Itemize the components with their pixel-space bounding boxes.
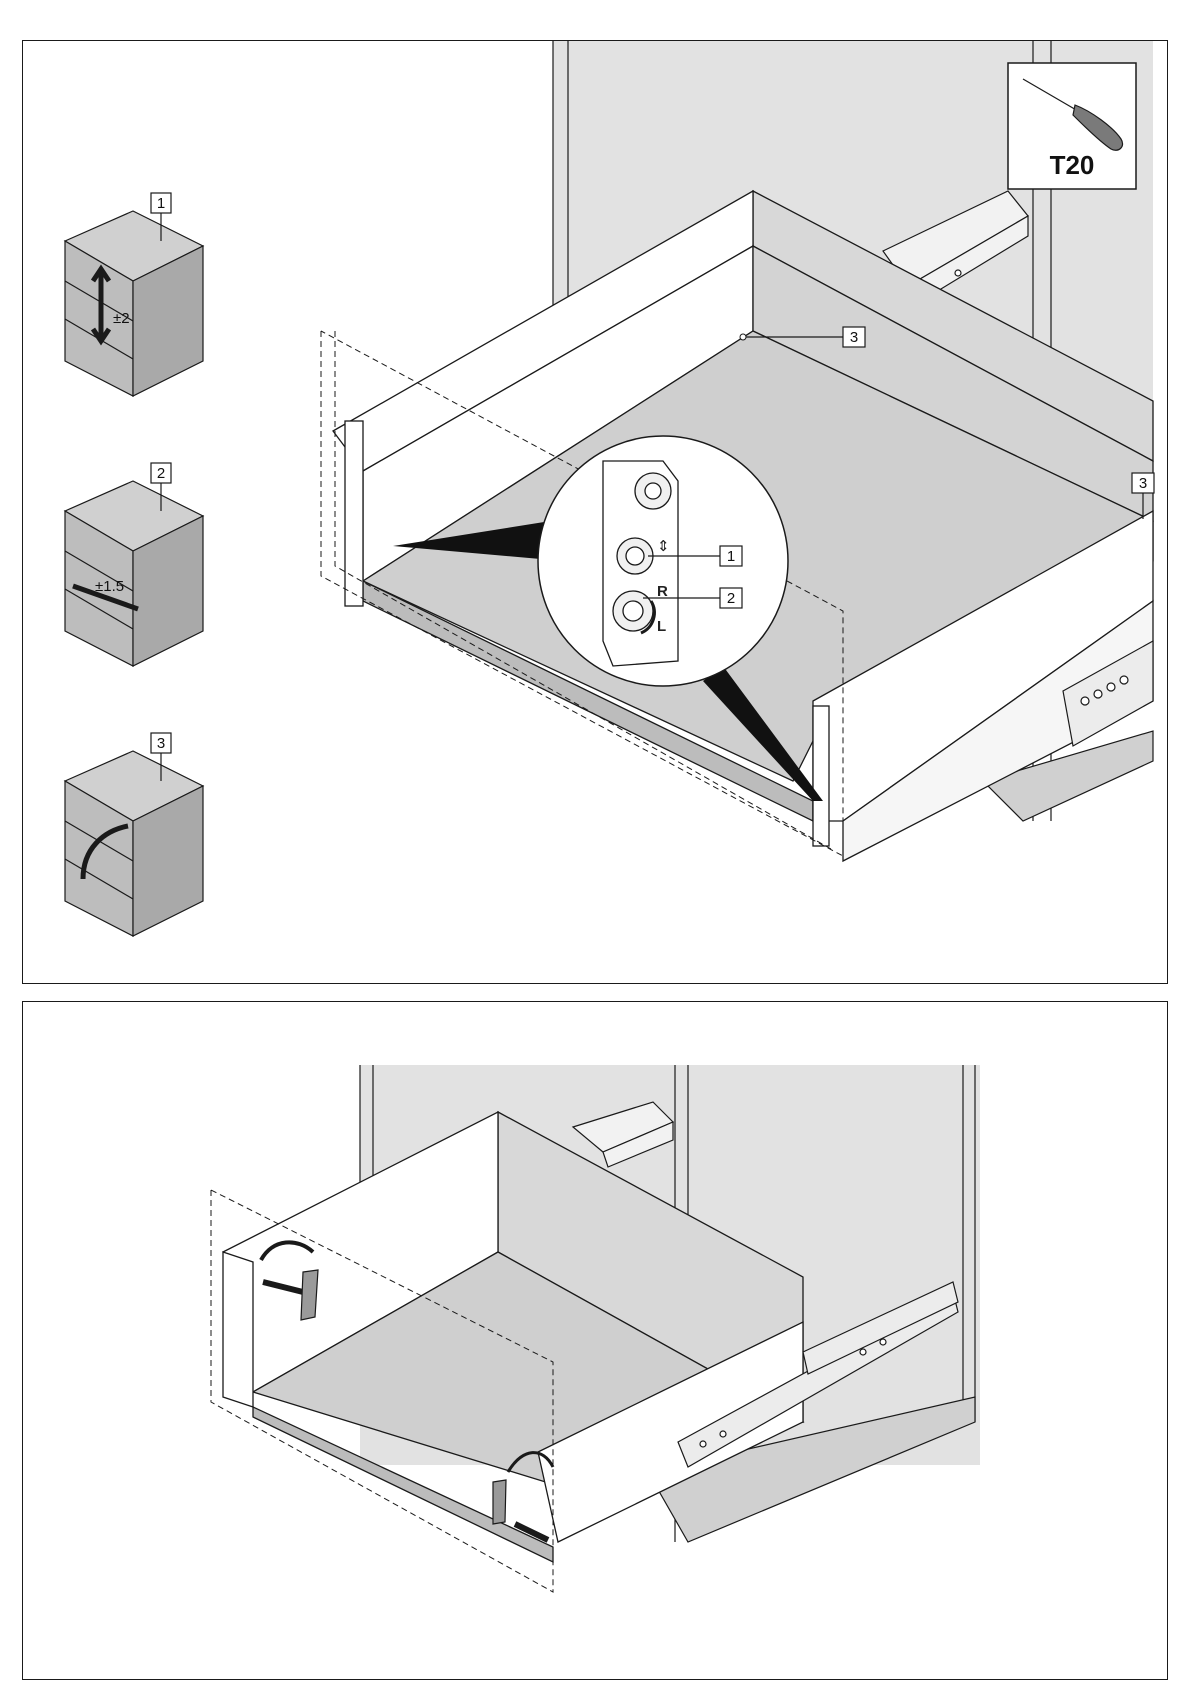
bottom-illustration-panel: [22, 1001, 1168, 1680]
svg-text:±2: ±2: [113, 310, 130, 327]
svg-text:2: 2: [157, 465, 165, 482]
svg-text:2: 2: [727, 590, 735, 607]
callout-3-back: 3: [843, 327, 865, 347]
callout-1-detail: 1: [720, 546, 742, 566]
cabinet-3: 3: [65, 733, 203, 936]
removal-diagram: [23, 1002, 1169, 1681]
left-mark: L: [657, 618, 666, 635]
svg-text:1: 1: [727, 548, 735, 565]
svg-text:3: 3: [157, 735, 165, 752]
up-down-arrow-icon: ⇕: [657, 538, 670, 555]
callout-2-detail: 2: [720, 588, 742, 608]
svg-text:±1.5: ±1.5: [95, 578, 124, 595]
adjustment-diagram: ⇕ R L 3 3 1 2: [23, 41, 1169, 985]
callout-3-side: 3: [1132, 473, 1154, 493]
svg-text:3: 3: [1139, 475, 1147, 492]
cabinet-1: 1 ±2: [65, 193, 203, 396]
svg-text:3: 3: [850, 329, 858, 346]
tool-label: T20: [1050, 150, 1095, 180]
tool-box: T20: [1008, 63, 1136, 189]
cabinet-2: 2 ±1.5: [65, 463, 203, 666]
top-illustration-panel: ⇕ R L 3 3 1 2: [22, 40, 1168, 984]
svg-text:1: 1: [157, 195, 165, 212]
